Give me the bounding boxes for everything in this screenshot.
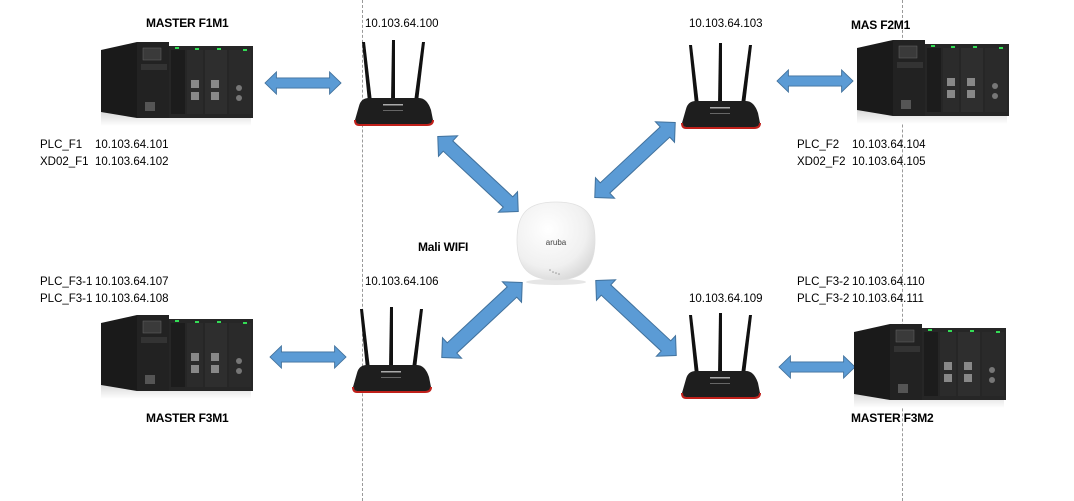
router-f3m2 bbox=[680, 313, 762, 401]
device-row: PLC_F1 10.103.64.101 bbox=[40, 137, 169, 154]
router-ip-f1m1: 10.103.64.100 bbox=[365, 18, 439, 30]
router-icon bbox=[354, 40, 434, 126]
router-icon bbox=[352, 307, 432, 393]
plc-icon bbox=[854, 324, 1006, 408]
device-ip: 10.103.64.105 bbox=[852, 156, 926, 168]
device-list-f1m1: PLC_F1 10.103.64.101 XD02_F1 10.103.64.102 bbox=[40, 137, 169, 171]
arrow-f3m2-router-plc bbox=[778, 355, 856, 379]
page-guide-left bbox=[362, 0, 363, 501]
plc-device-f3m2 bbox=[850, 322, 1008, 410]
plc-device-f3m1 bbox=[97, 313, 255, 401]
device-name: PLC_F1 bbox=[40, 139, 83, 151]
center-label: Mali WIFI bbox=[418, 240, 469, 254]
plc-icon bbox=[101, 42, 253, 126]
device-name: PLC_F2 bbox=[797, 139, 840, 151]
arrow-f3m1-plc-router bbox=[269, 345, 347, 369]
router-ip-f3m1: 10.103.64.106 bbox=[365, 276, 439, 288]
device-name: PLC_F3-1 bbox=[40, 293, 93, 305]
device-ip: 10.103.64.110 bbox=[852, 276, 925, 288]
device-ip: 10.103.64.101 bbox=[95, 139, 169, 151]
plc-icon bbox=[101, 315, 253, 399]
device-ip: 10.103.64.111 bbox=[852, 293, 924, 305]
arrow-f1m1-plc-router bbox=[264, 71, 342, 95]
device-ip: 10.103.64.107 bbox=[95, 276, 169, 288]
router-f2m1 bbox=[680, 43, 762, 131]
device-ip: 10.103.64.108 bbox=[95, 293, 169, 305]
router-icon bbox=[681, 43, 761, 129]
arrow-f2m1-router-plc bbox=[776, 69, 854, 93]
node-title-f3m2: MASTER F3M2 bbox=[851, 411, 934, 425]
router-f1m1 bbox=[353, 40, 435, 128]
device-row: XD02_F1 10.103.64.102 bbox=[40, 154, 169, 171]
device-row: PLC_F2 10.103.64.104 bbox=[797, 137, 926, 154]
node-title-f3m1: MASTER F3M1 bbox=[146, 411, 229, 425]
device-name: PLC_F3-1 bbox=[40, 276, 93, 288]
device-row: XD02_F2 10.103.64.105 bbox=[797, 154, 926, 171]
page-guide-right bbox=[902, 0, 903, 501]
arrow-f3m2-router-ap bbox=[585, 269, 687, 367]
router-f3m1 bbox=[351, 307, 433, 395]
wifi-access-point-icon: aruba bbox=[516, 201, 596, 285]
router-ip-f3m2: 10.103.64.109 bbox=[689, 293, 763, 305]
device-name: PLC_F3-2 bbox=[797, 276, 850, 288]
device-ip: 10.103.64.102 bbox=[95, 156, 169, 168]
device-ip: 10.103.64.104 bbox=[852, 139, 926, 151]
arrow-f2m1-router-ap bbox=[584, 111, 686, 209]
router-icon bbox=[681, 313, 761, 399]
device-name: PLC_F3-2 bbox=[797, 293, 850, 305]
ap-brand-text: aruba bbox=[546, 238, 567, 247]
plc-icon bbox=[857, 40, 1009, 124]
arrow-f3m1-router-ap bbox=[431, 271, 533, 369]
device-list-f2m1: PLC_F2 10.103.64.104 XD02_F2 10.103.64.105 bbox=[797, 137, 926, 171]
plc-device-f2m1 bbox=[853, 38, 1011, 126]
device-name: XD02_F1 bbox=[40, 156, 89, 168]
access-point: aruba bbox=[513, 198, 599, 286]
router-ip-f2m1: 10.103.64.103 bbox=[689, 18, 763, 30]
node-title-f2m1: MAS F2M1 bbox=[851, 18, 911, 32]
plc-device-f1m1 bbox=[97, 40, 255, 128]
node-title-f1m1: MASTER F1M1 bbox=[146, 16, 229, 30]
device-name: XD02_F2 bbox=[797, 156, 846, 168]
